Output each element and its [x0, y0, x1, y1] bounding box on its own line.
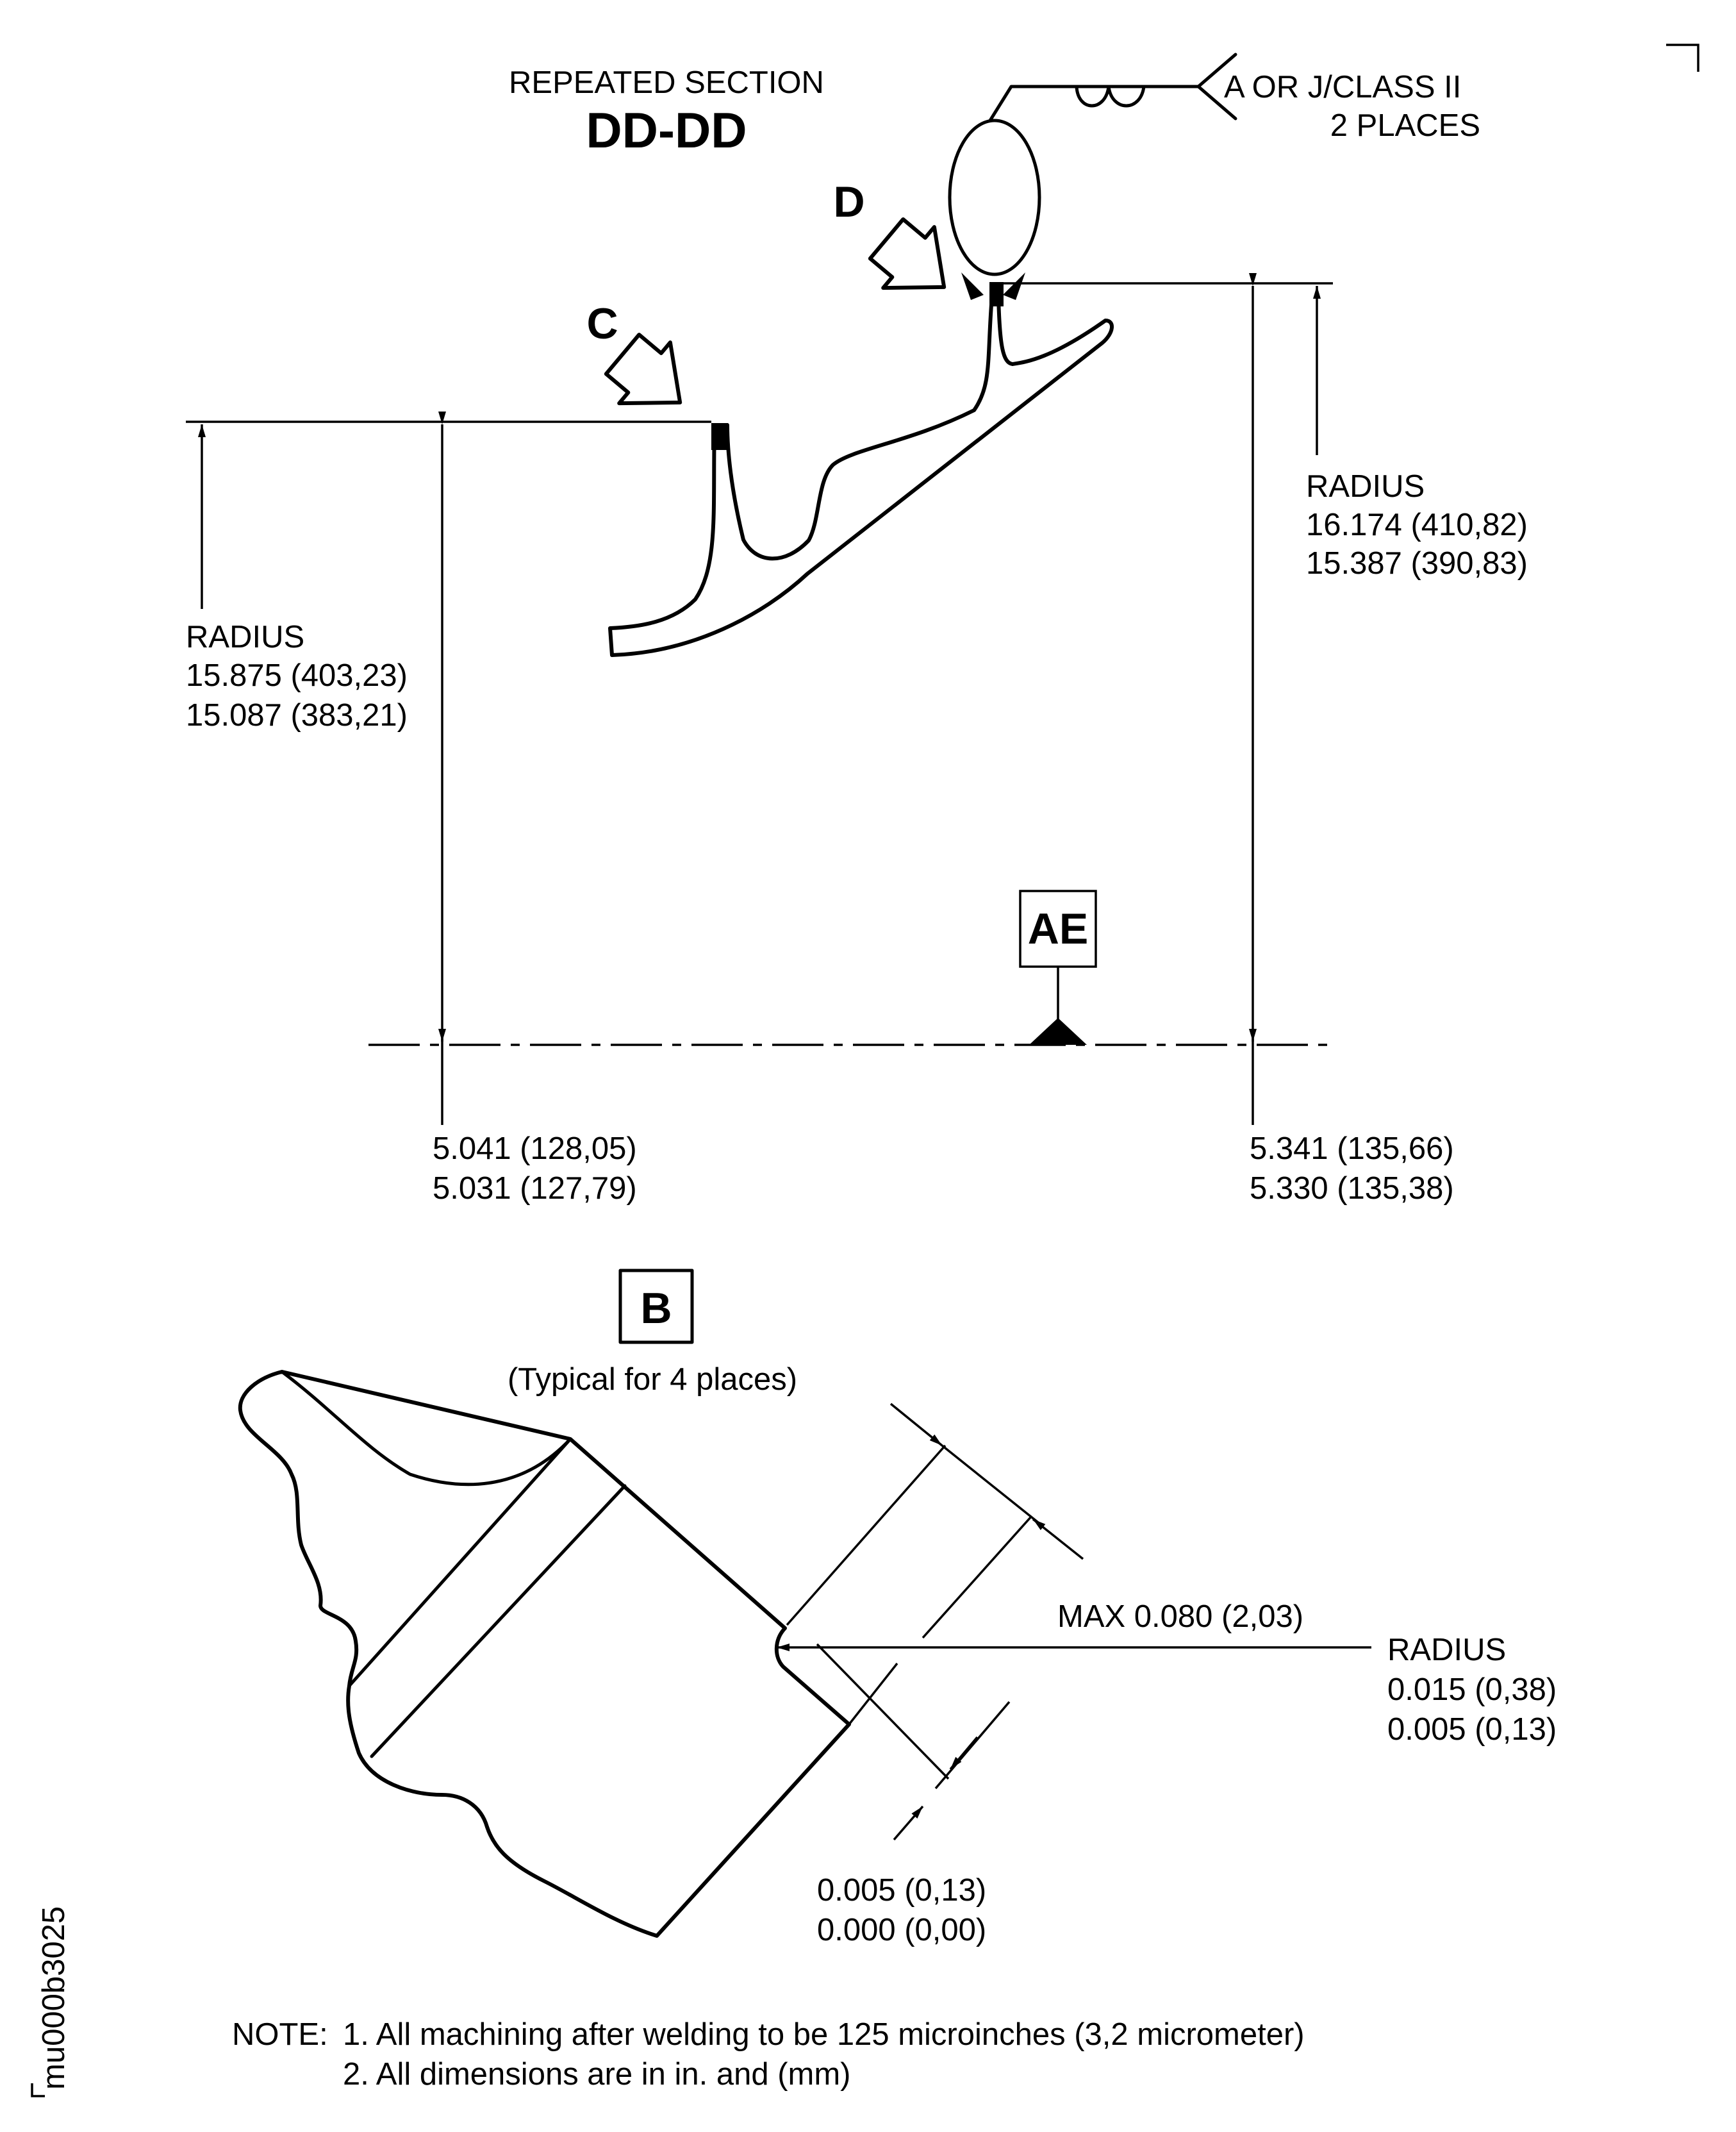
- note-2: 2. All dimensions are in in. and (mm): [343, 2057, 851, 2092]
- detail-offset-arrow-1: [949, 1736, 979, 1770]
- detail-ext-1: [786, 1444, 947, 1626]
- right-axial-line1: 5.341 (135,66): [1250, 1131, 1454, 1166]
- svg-text:D: D: [833, 178, 864, 226]
- detail-max-dim-line: [889, 1403, 943, 1447]
- view-arrow-c: C: [586, 299, 682, 406]
- detail-weld-band-1: [347, 1437, 572, 1688]
- datum-ae: AE: [1019, 890, 1097, 1045]
- section-part-profile: [608, 294, 1114, 657]
- weld-symbol: A OR J/CLASS II 2 PLACES: [948, 53, 1480, 300]
- svg-text:mu000b3025: mu000b3025: [37, 1906, 71, 2090]
- right-radius-label: RADIUS: [1306, 469, 1425, 504]
- left-axial-line2: 5.031 (127,79): [433, 1171, 637, 1206]
- corner-mark: [1666, 44, 1699, 72]
- detail-max-dim-text: MAX 0.080 (2,03): [1057, 1599, 1303, 1634]
- detail-max-dim-arrow-2: [1032, 1518, 1084, 1560]
- note-1: 1. All machining after welding to be 125…: [343, 2017, 1305, 2052]
- figure-id: mu000b3025: [31, 1906, 71, 2097]
- left-radius-label: RADIUS: [186, 620, 304, 654]
- detail-offset-ext-3: [934, 1701, 1011, 1790]
- detail-b-label: B: [618, 1269, 694, 1344]
- detail-offset-ext-1: [816, 1643, 950, 1780]
- weld-symbol-line2: 2 PLACES: [1330, 108, 1480, 143]
- right-axial-line2: 5.330 (135,38): [1250, 1171, 1454, 1206]
- detail-b-subtitle: (Typical for 4 places): [508, 1362, 797, 1397]
- detail-max-dim-line-2: [941, 1444, 1039, 1524]
- detail-part-body: [238, 1370, 851, 1938]
- detail-radius-label: RADIUS: [1387, 1633, 1506, 1667]
- left-radius-line2: 15.087 (383,21): [186, 698, 408, 733]
- detail-radius-line2: 0.005 (0,13): [1387, 1712, 1557, 1747]
- section-title-small: REPEATED SECTION: [509, 65, 824, 100]
- right-radius-line1: 16.174 (410,82): [1306, 508, 1528, 542]
- section-title-large: DD-DD: [586, 102, 747, 158]
- detail-ext-2: [922, 1515, 1033, 1639]
- right-radius-line2: 15.387 (390,83): [1306, 546, 1528, 581]
- detail-offset-arrow-2: [893, 1805, 924, 1841]
- weld-block-d: [989, 282, 1004, 306]
- weld-symbol-line1: A OR J/CLASS II: [1224, 70, 1461, 104]
- view-arrow-d: D: [833, 178, 947, 290]
- svg-text:AE: AE: [1028, 904, 1088, 953]
- detail-offset-line2: 0.000 (0,00): [817, 1913, 986, 1947]
- svg-text:C: C: [586, 299, 618, 348]
- left-radius-line1: 15.875 (403,23): [186, 658, 408, 693]
- detail-radius-line1: 0.015 (0,38): [1387, 1672, 1557, 1707]
- detail-weld-band-2: [370, 1484, 627, 1758]
- note-prefix: NOTE:: [232, 2017, 328, 2052]
- svg-text:B: B: [640, 1284, 672, 1333]
- detail-top-curve: [280, 1370, 572, 1487]
- detail-offset-line1: 0.005 (0,13): [817, 1873, 986, 1908]
- detail-offset-ext-2: [848, 1662, 898, 1726]
- weld-block-c: [711, 423, 728, 450]
- left-axial-line1: 5.041 (128,05): [433, 1131, 637, 1166]
